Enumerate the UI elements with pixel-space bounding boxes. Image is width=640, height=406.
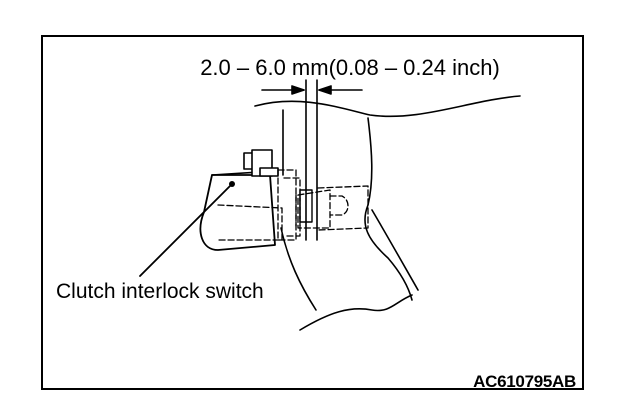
pedal-arm-bottom (299, 294, 413, 331)
arrow-right-head (318, 85, 332, 95)
switch-body-outline (199, 174, 276, 251)
hidden-plunger-barrel (317, 185, 369, 231)
bracket-inner-curve (371, 209, 419, 291)
callout-leader-line (139, 183, 233, 277)
hidden-bracket-left (277, 169, 297, 241)
bracket-top-curve (254, 95, 521, 118)
figure-frame (41, 35, 584, 390)
figure-code-label: AC610795AB (473, 372, 576, 391)
switch-screw-nut (259, 167, 279, 177)
arrow-left-head (291, 85, 305, 95)
plunger-collar (299, 189, 313, 223)
dimension-label: 2.0 – 6.0 mm(0.08 – 0.24 inch) (200, 55, 500, 80)
hidden-plunger-body (297, 189, 331, 229)
hidden-switch-housing (217, 204, 283, 241)
callout-leader-dot (229, 181, 235, 187)
pedal-arm-left (280, 109, 317, 311)
hidden-plunger-tip (329, 195, 349, 216)
bracket-right-edge (364, 117, 413, 301)
part-callout-label: Clutch interlock switch (56, 280, 264, 303)
